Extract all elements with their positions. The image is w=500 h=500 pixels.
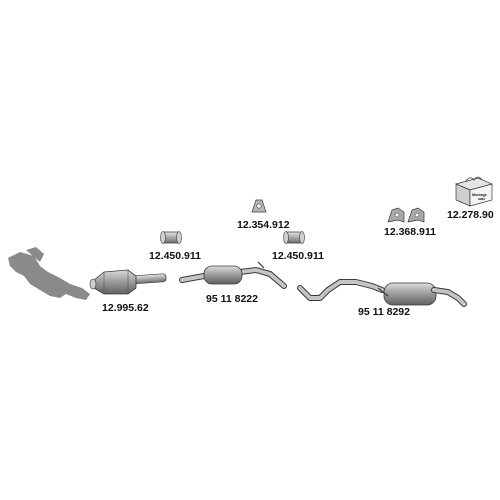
rear-silencer xyxy=(297,279,467,307)
rear-mounts-code: 12.368.911 xyxy=(384,226,436,238)
middle-silencer xyxy=(179,261,287,289)
rear-mounts xyxy=(387,207,425,223)
mounting-kit-box: Montage satz xyxy=(454,176,494,207)
rear-clamp-code: 12.450.911 xyxy=(272,250,324,262)
mount-rubber xyxy=(251,199,267,213)
mounting-kit-box-label: Montage satz xyxy=(472,193,488,201)
catalytic-converter xyxy=(89,269,167,295)
mounting-kit-code: 12.278.90 xyxy=(447,209,494,221)
rear-silencer-code: 95 11 8292 xyxy=(358,306,410,318)
middle-silencer-code: 95 11 8222 xyxy=(206,293,258,305)
rear-clamp xyxy=(283,231,305,244)
front-clamp xyxy=(160,231,182,244)
exhaust-manifold xyxy=(8,247,90,300)
catalytic-converter-code: 12.995.62 xyxy=(102,302,149,314)
front-clamp-code: 12.450.911 xyxy=(149,250,201,262)
mount-rubber-code: 12.354.912 xyxy=(237,219,290,231)
